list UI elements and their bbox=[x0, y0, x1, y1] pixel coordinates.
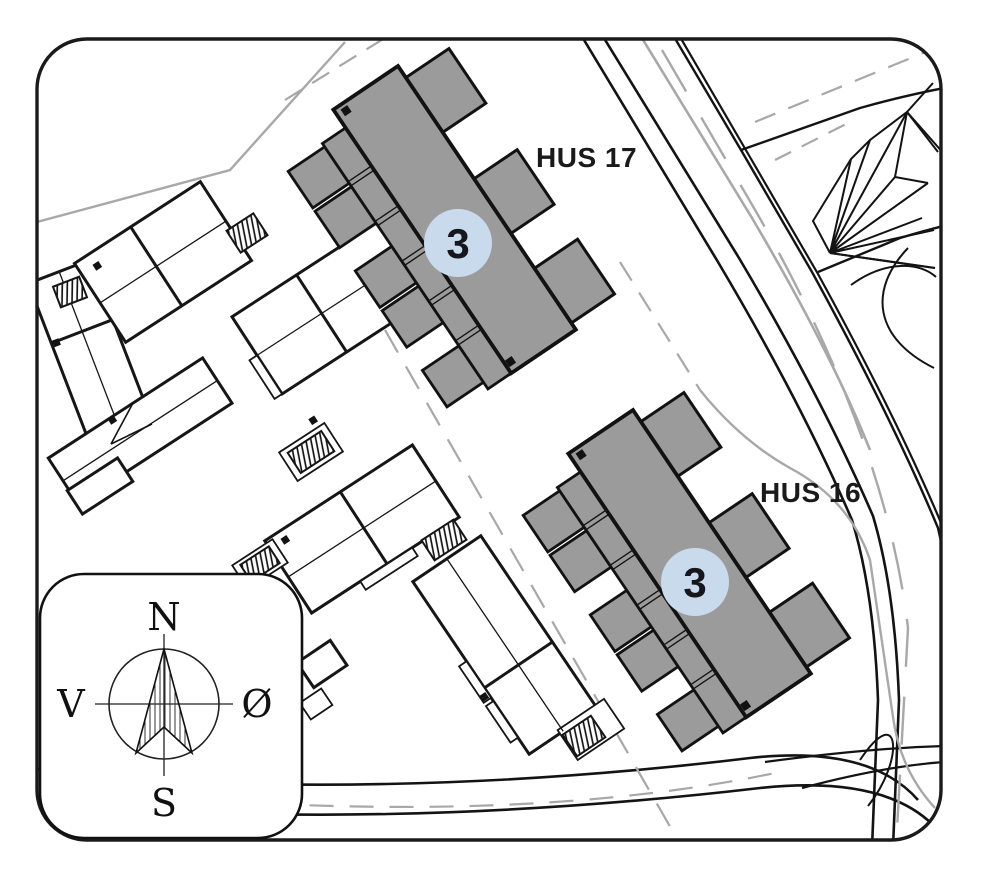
boundary-dashed bbox=[619, 261, 701, 391]
map-border bbox=[35, 37, 943, 842]
entrance-dots bbox=[51, 261, 490, 702]
compass: N S V Ø bbox=[38, 572, 304, 840]
badge-circle[interactable] bbox=[661, 548, 729, 616]
compass-west: V bbox=[56, 682, 85, 726]
road-edge bbox=[576, 39, 880, 840]
label-hus-16: HUS 16 bbox=[760, 477, 861, 508]
neighbor-building bbox=[72, 179, 254, 345]
stair-hatch bbox=[277, 421, 345, 483]
neighbor-building-hiproof bbox=[811, 82, 941, 807]
roof-hip-lines bbox=[110, 402, 153, 445]
boundary-line bbox=[635, 39, 872, 451]
compass-south: S bbox=[151, 781, 177, 825]
badge-count: 3 bbox=[683, 559, 706, 606]
neighbor-building bbox=[298, 687, 334, 721]
road-branch bbox=[740, 84, 941, 152]
stair-hatch bbox=[225, 211, 269, 255]
road-centerline-dashed bbox=[109, 770, 781, 809]
road-edge bbox=[597, 39, 901, 840]
neighbor-building bbox=[262, 442, 462, 616]
boundary-line bbox=[699, 389, 936, 809]
neighbor-building bbox=[65, 455, 135, 517]
stair-hatch bbox=[51, 275, 89, 309]
terrain-curve bbox=[850, 265, 937, 286]
road-network bbox=[37, 39, 941, 840]
badge-count: 3 bbox=[446, 220, 469, 267]
label-hus-17: HUS 17 bbox=[536, 142, 637, 173]
badge-circle[interactable] bbox=[424, 209, 492, 277]
road-edge bbox=[668, 39, 941, 661]
boundary-dashed bbox=[774, 121, 851, 161]
road-edge-bottom bbox=[801, 760, 941, 790]
compass-east: Ø bbox=[241, 682, 272, 726]
terrain-curve bbox=[859, 733, 894, 807]
neighbor-building bbox=[294, 638, 350, 690]
compass-box bbox=[38, 572, 304, 840]
hus-17-badge[interactable]: 3 bbox=[424, 209, 492, 277]
boundary-dashed bbox=[384, 329, 673, 831]
hus-16-badge[interactable]: 3 bbox=[661, 548, 729, 616]
road-edge bbox=[675, 39, 941, 531]
road-edge-bottom bbox=[764, 744, 941, 764]
north-arrow-icon bbox=[134, 645, 194, 756]
road-centerline-dashed bbox=[660, 49, 910, 840]
boundary-line bbox=[37, 41, 346, 224]
compass-north: N bbox=[147, 595, 180, 639]
boundary-dashed bbox=[284, 39, 389, 101]
terrain-curve bbox=[881, 247, 935, 369]
stair-hatch bbox=[561, 714, 607, 758]
stair-hatch bbox=[420, 518, 468, 562]
